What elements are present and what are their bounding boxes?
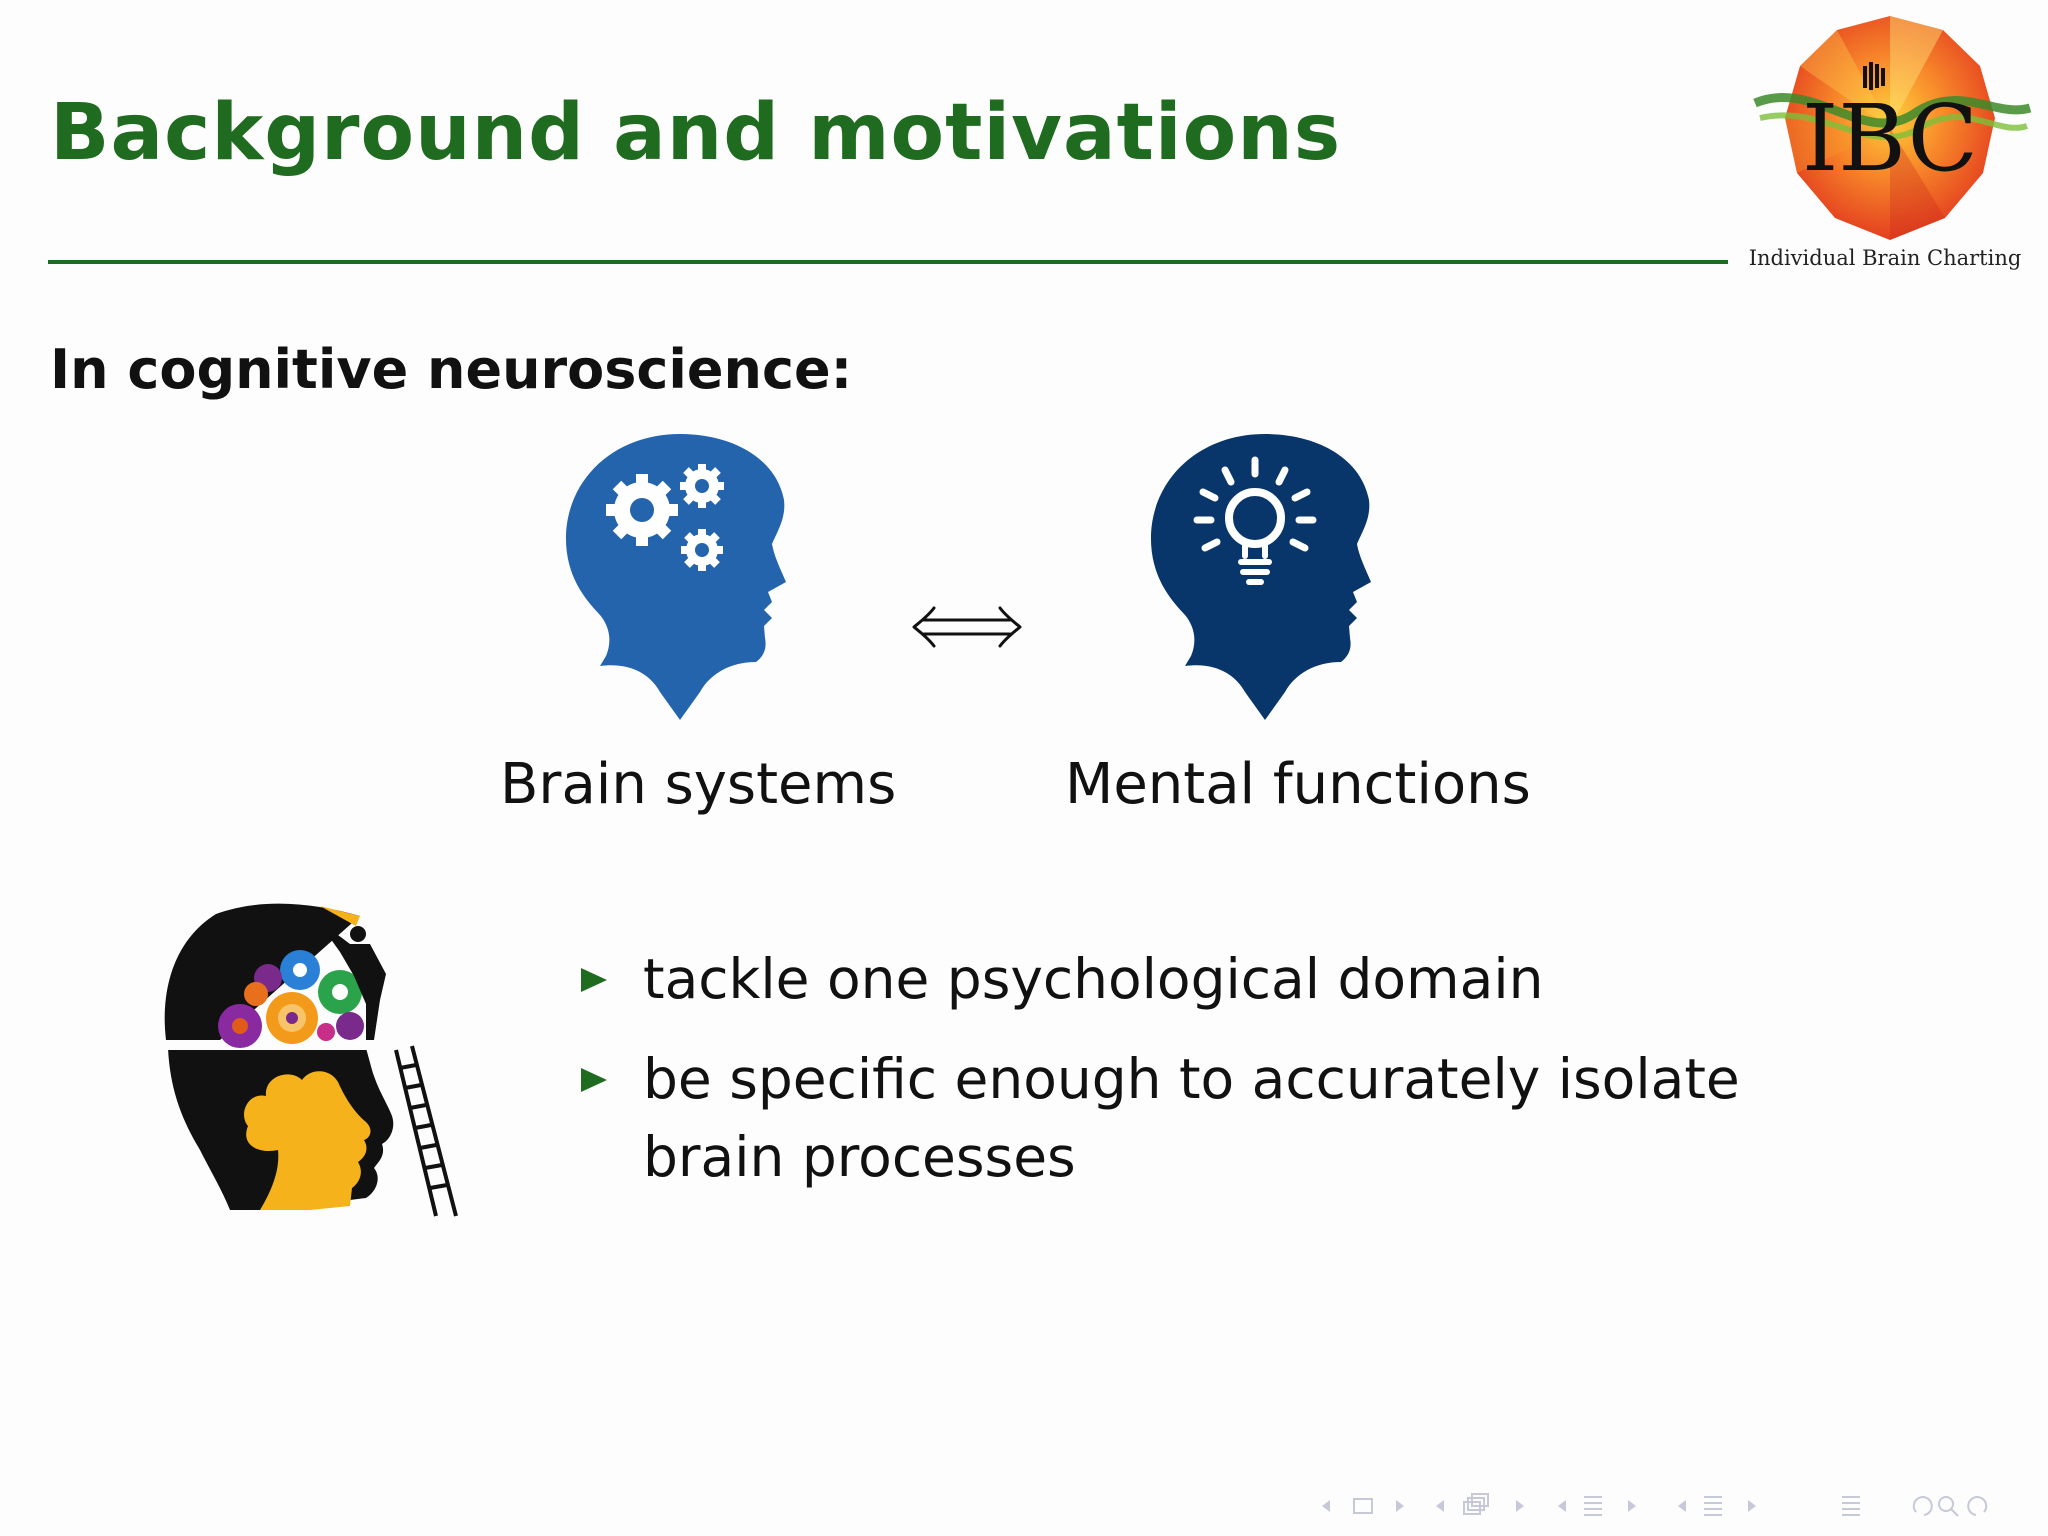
beamer-navigation-bar — [1322, 1493, 1988, 1517]
prev-slide-icon[interactable] — [1678, 1500, 1686, 1512]
next-section-icon[interactable] — [1628, 1500, 1636, 1512]
head-with-gears-icon — [565, 434, 786, 720]
search-icon[interactable] — [1938, 1496, 1959, 1517]
bullet-triangle-icon — [581, 1068, 607, 1092]
next-subsection-icon[interactable] — [1516, 1500, 1524, 1512]
prev-subsection-icon[interactable] — [1436, 1500, 1444, 1512]
redo-icon[interactable] — [1967, 1496, 1988, 1516]
section-icon[interactable] — [1584, 1496, 1602, 1516]
prev-frame-icon[interactable] — [1322, 1500, 1330, 1512]
open-head-gears-ladder-illustration — [164, 903, 458, 1217]
bullet-text: be specific enough to accurately isolate… — [643, 1047, 1740, 1189]
section-subtitle: In cognitive neuroscience: — [50, 338, 853, 401]
undo-icon[interactable] — [1912, 1496, 1933, 1516]
logo-caption: Individual Brain Charting — [1748, 246, 2022, 270]
list-item: tackle one psychological domain — [575, 940, 1835, 1018]
bullet-text: tackle one psychological domain — [643, 947, 1544, 1011]
bullet-triangle-icon — [581, 968, 607, 992]
next-slide-icon[interactable] — [1748, 1500, 1756, 1512]
slide-icon[interactable] — [1704, 1496, 1722, 1516]
title-rule — [48, 260, 1728, 264]
logo-text: IBC — [1802, 85, 1978, 192]
ibc-logo: IBC — [1753, 16, 2032, 240]
brain-systems-label: Brain systems — [500, 752, 897, 817]
list-item: be specific enough to accurately isolate… — [575, 1040, 1835, 1196]
slide-title: Background and motivations — [50, 88, 1342, 178]
prev-section-icon[interactable] — [1558, 1500, 1566, 1512]
head-with-lightbulb-icon — [1150, 434, 1371, 720]
mental-functions-label: Mental functions — [1065, 752, 1531, 817]
bullet-list: tackle one psychological domain be speci… — [575, 940, 1835, 1218]
double-arrow-icon — [912, 606, 1022, 648]
outline-icon[interactable] — [1842, 1496, 1860, 1516]
next-frame-icon[interactable] — [1396, 1500, 1404, 1512]
frame-icon[interactable] — [1353, 1498, 1373, 1514]
subsection-icon[interactable] — [1463, 1493, 1489, 1515]
